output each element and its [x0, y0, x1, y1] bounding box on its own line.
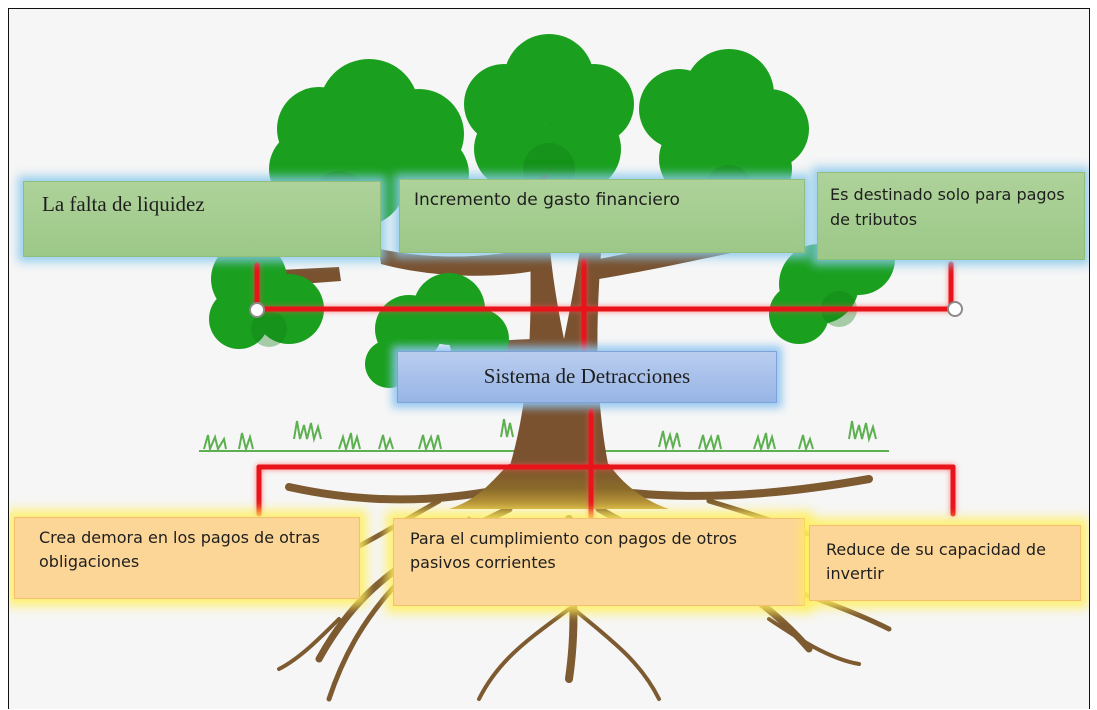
- cause-label: Reduce de su capacidad de invertir: [826, 540, 1046, 583]
- cause-label: Para el cumplimiento con pagos de otros …: [410, 529, 737, 572]
- connectors: [254, 258, 956, 520]
- effect-box-tributos: Es destinado solo para pagos de tributos: [817, 172, 1085, 260]
- effect-box-liquidez: La falta de liquidez: [23, 181, 381, 257]
- center-label: Sistema de Detracciones: [483, 364, 691, 388]
- effect-box-gasto-financiero: Incremento de gasto financiero: [399, 179, 805, 253]
- effect-label: La falta de liquidez: [42, 192, 205, 216]
- cause-box-cumplimiento: Para el cumplimiento con pagos de otros …: [393, 518, 805, 606]
- connector-node-right: [947, 301, 963, 317]
- cause-label: Crea demora en los pagos de otras obliga…: [39, 528, 320, 571]
- effect-label: Es destinado solo para pagos de tributos: [830, 185, 1065, 229]
- effect-label: Incremento de gasto financiero: [414, 190, 680, 210]
- connector-node-left: [249, 302, 265, 318]
- cause-box-capacidad-invertir: Reduce de su capacidad de invertir: [809, 525, 1081, 601]
- cause-box-demora: Crea demora en los pagos de otras obliga…: [14, 517, 360, 599]
- diagram-frame: La falta de liquidez Incremento de gasto…: [8, 8, 1090, 709]
- center-box-sistema-detracciones: Sistema de Detracciones: [397, 351, 777, 403]
